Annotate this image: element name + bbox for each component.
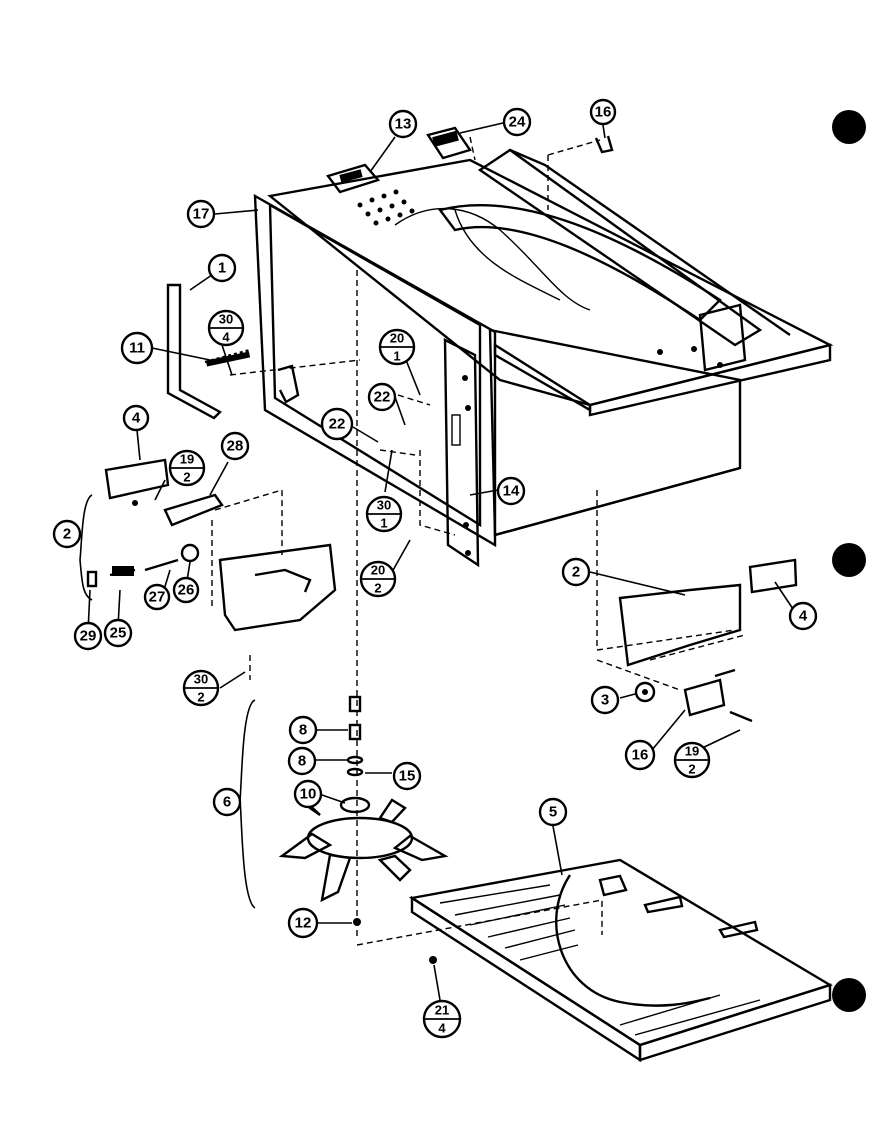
callout-21-4-num: 21 — [435, 1003, 449, 1018]
callout-21-4[interactable]: 21 4 — [422, 999, 462, 1039]
callout-22-b-label: 22 — [329, 416, 346, 433]
callout-30-1[interactable]: 30 1 — [365, 495, 403, 533]
callout-16-right[interactable]: 16 — [624, 739, 656, 771]
callout-17-label: 17 — [193, 206, 210, 223]
callout-20-1-den: 1 — [393, 349, 400, 364]
clip-part — [594, 135, 614, 154]
callout-16-top[interactable]: 16 — [589, 98, 617, 126]
callout-30-2[interactable]: 30 2 — [182, 669, 220, 707]
callout-10[interactable]: 10 — [293, 779, 323, 809]
callout-24[interactable]: 24 — [502, 107, 532, 137]
registration-dot-bottom — [832, 978, 866, 1012]
callout-16-right-label: 16 — [632, 747, 649, 764]
brace-left-assembly — [79, 494, 93, 601]
callout-20-1-num: 20 — [390, 331, 404, 346]
callout-10-label: 10 — [300, 786, 317, 803]
callout-14[interactable]: 14 — [496, 476, 526, 506]
callout-5-label: 5 — [549, 804, 557, 821]
callout-8-mid[interactable]: 8 — [287, 746, 317, 776]
callout-14-label: 14 — [503, 483, 520, 500]
callout-4-right-label: 4 — [799, 608, 808, 625]
callout-6-label: 6 — [223, 794, 231, 811]
callout-13-label: 13 — [395, 116, 412, 133]
callout-22-b[interactable]: 22 — [320, 407, 354, 441]
callout-3[interactable]: 3 — [590, 685, 620, 715]
callout-29-label: 29 — [80, 628, 97, 645]
callout-20-2-num: 20 — [371, 563, 385, 578]
callout-19-2-right[interactable]: 19 2 — [673, 741, 711, 779]
callout-12[interactable]: 12 — [287, 907, 319, 939]
callout-1-label: 1 — [218, 260, 226, 277]
callout-28[interactable]: 28 — [220, 431, 250, 461]
callout-27-label: 27 — [149, 589, 166, 606]
callout-20-1[interactable]: 20 1 — [378, 328, 416, 366]
callout-2-right[interactable]: 2 — [561, 557, 591, 587]
callout-26[interactable]: 26 — [172, 576, 200, 604]
registration-dot-top — [832, 110, 866, 144]
callout-19-2-left[interactable]: 19 2 — [168, 449, 206, 487]
callout-8-top[interactable]: 8 — [288, 715, 318, 745]
callout-3-label: 3 — [601, 692, 609, 709]
callout-24-label: 24 — [509, 114, 526, 131]
right-side-assembly — [618, 558, 798, 723]
callout-5[interactable]: 5 — [538, 797, 568, 827]
callout-28-label: 28 — [227, 438, 244, 455]
callout-19-2-left-num: 19 — [180, 452, 194, 467]
callout-15[interactable]: 15 — [392, 761, 422, 791]
left-side-assembly — [86, 458, 337, 632]
leader-lines — [87, 122, 796, 1001]
callout-25-label: 25 — [110, 625, 127, 642]
callout-15-label: 15 — [399, 768, 416, 785]
callout-30-2-den: 2 — [197, 690, 204, 705]
front-frame — [253, 193, 497, 548]
callout-2-left-label: 2 — [63, 526, 71, 543]
callout-22-a-label: 22 — [374, 389, 391, 406]
callout-19-2-left-den: 2 — [183, 470, 190, 485]
callout-11-label: 11 — [129, 340, 145, 357]
callout-30-4[interactable]: 30 4 — [207, 309, 245, 347]
callout-17[interactable]: 17 — [186, 199, 216, 229]
callout-27[interactable]: 27 — [143, 583, 171, 611]
callout-13[interactable]: 13 — [388, 109, 418, 139]
callout-2-left[interactable]: 2 — [52, 519, 82, 549]
relay-block — [426, 126, 472, 160]
callout-11[interactable]: 11 — [120, 331, 154, 365]
callout-8-top-label: 8 — [299, 722, 307, 739]
callout-21-4-den: 4 — [438, 1021, 446, 1036]
callout-19-2-right-num: 19 — [685, 744, 699, 759]
callout-8-mid-label: 8 — [298, 753, 306, 770]
callout-29[interactable]: 29 — [73, 621, 103, 651]
callout-6[interactable]: 6 — [212, 787, 242, 817]
callout-2-right-label: 2 — [572, 564, 580, 581]
spring-part — [204, 348, 251, 367]
callout-25[interactable]: 25 — [103, 618, 133, 648]
callout-4-left[interactable]: 4 — [122, 404, 150, 432]
assembly-lines — [211, 136, 746, 946]
callout-26-label: 26 — [178, 582, 195, 599]
callout-20-2[interactable]: 20 2 — [359, 560, 397, 598]
callout-20-2-den: 2 — [374, 581, 381, 596]
callout-30-1-num: 30 — [377, 498, 391, 513]
callout-30-2-num: 30 — [194, 672, 208, 687]
side-bracket — [443, 338, 480, 568]
callout-30-4-num: 30 — [219, 312, 233, 327]
callout-30-4-den: 4 — [222, 330, 230, 345]
control-switch — [326, 163, 381, 194]
callout-30-1-den: 1 — [380, 516, 387, 531]
callout-19-2-right-den: 2 — [688, 762, 695, 777]
cabinet-housing — [267, 148, 834, 537]
callout-16-top-label: 16 — [595, 104, 612, 121]
registration-dot-middle — [832, 543, 866, 577]
callout-1[interactable]: 1 — [207, 253, 237, 283]
corner-bracket — [166, 283, 222, 420]
vent-holes — [357, 189, 415, 226]
callout-12-label: 12 — [295, 915, 312, 932]
callout-4-right[interactable]: 4 — [788, 601, 818, 631]
brace-fan-assembly — [239, 699, 256, 909]
callout-22-a[interactable]: 22 — [367, 382, 397, 412]
base-pan — [408, 858, 833, 1063]
callout-4-left-label: 4 — [132, 410, 141, 427]
